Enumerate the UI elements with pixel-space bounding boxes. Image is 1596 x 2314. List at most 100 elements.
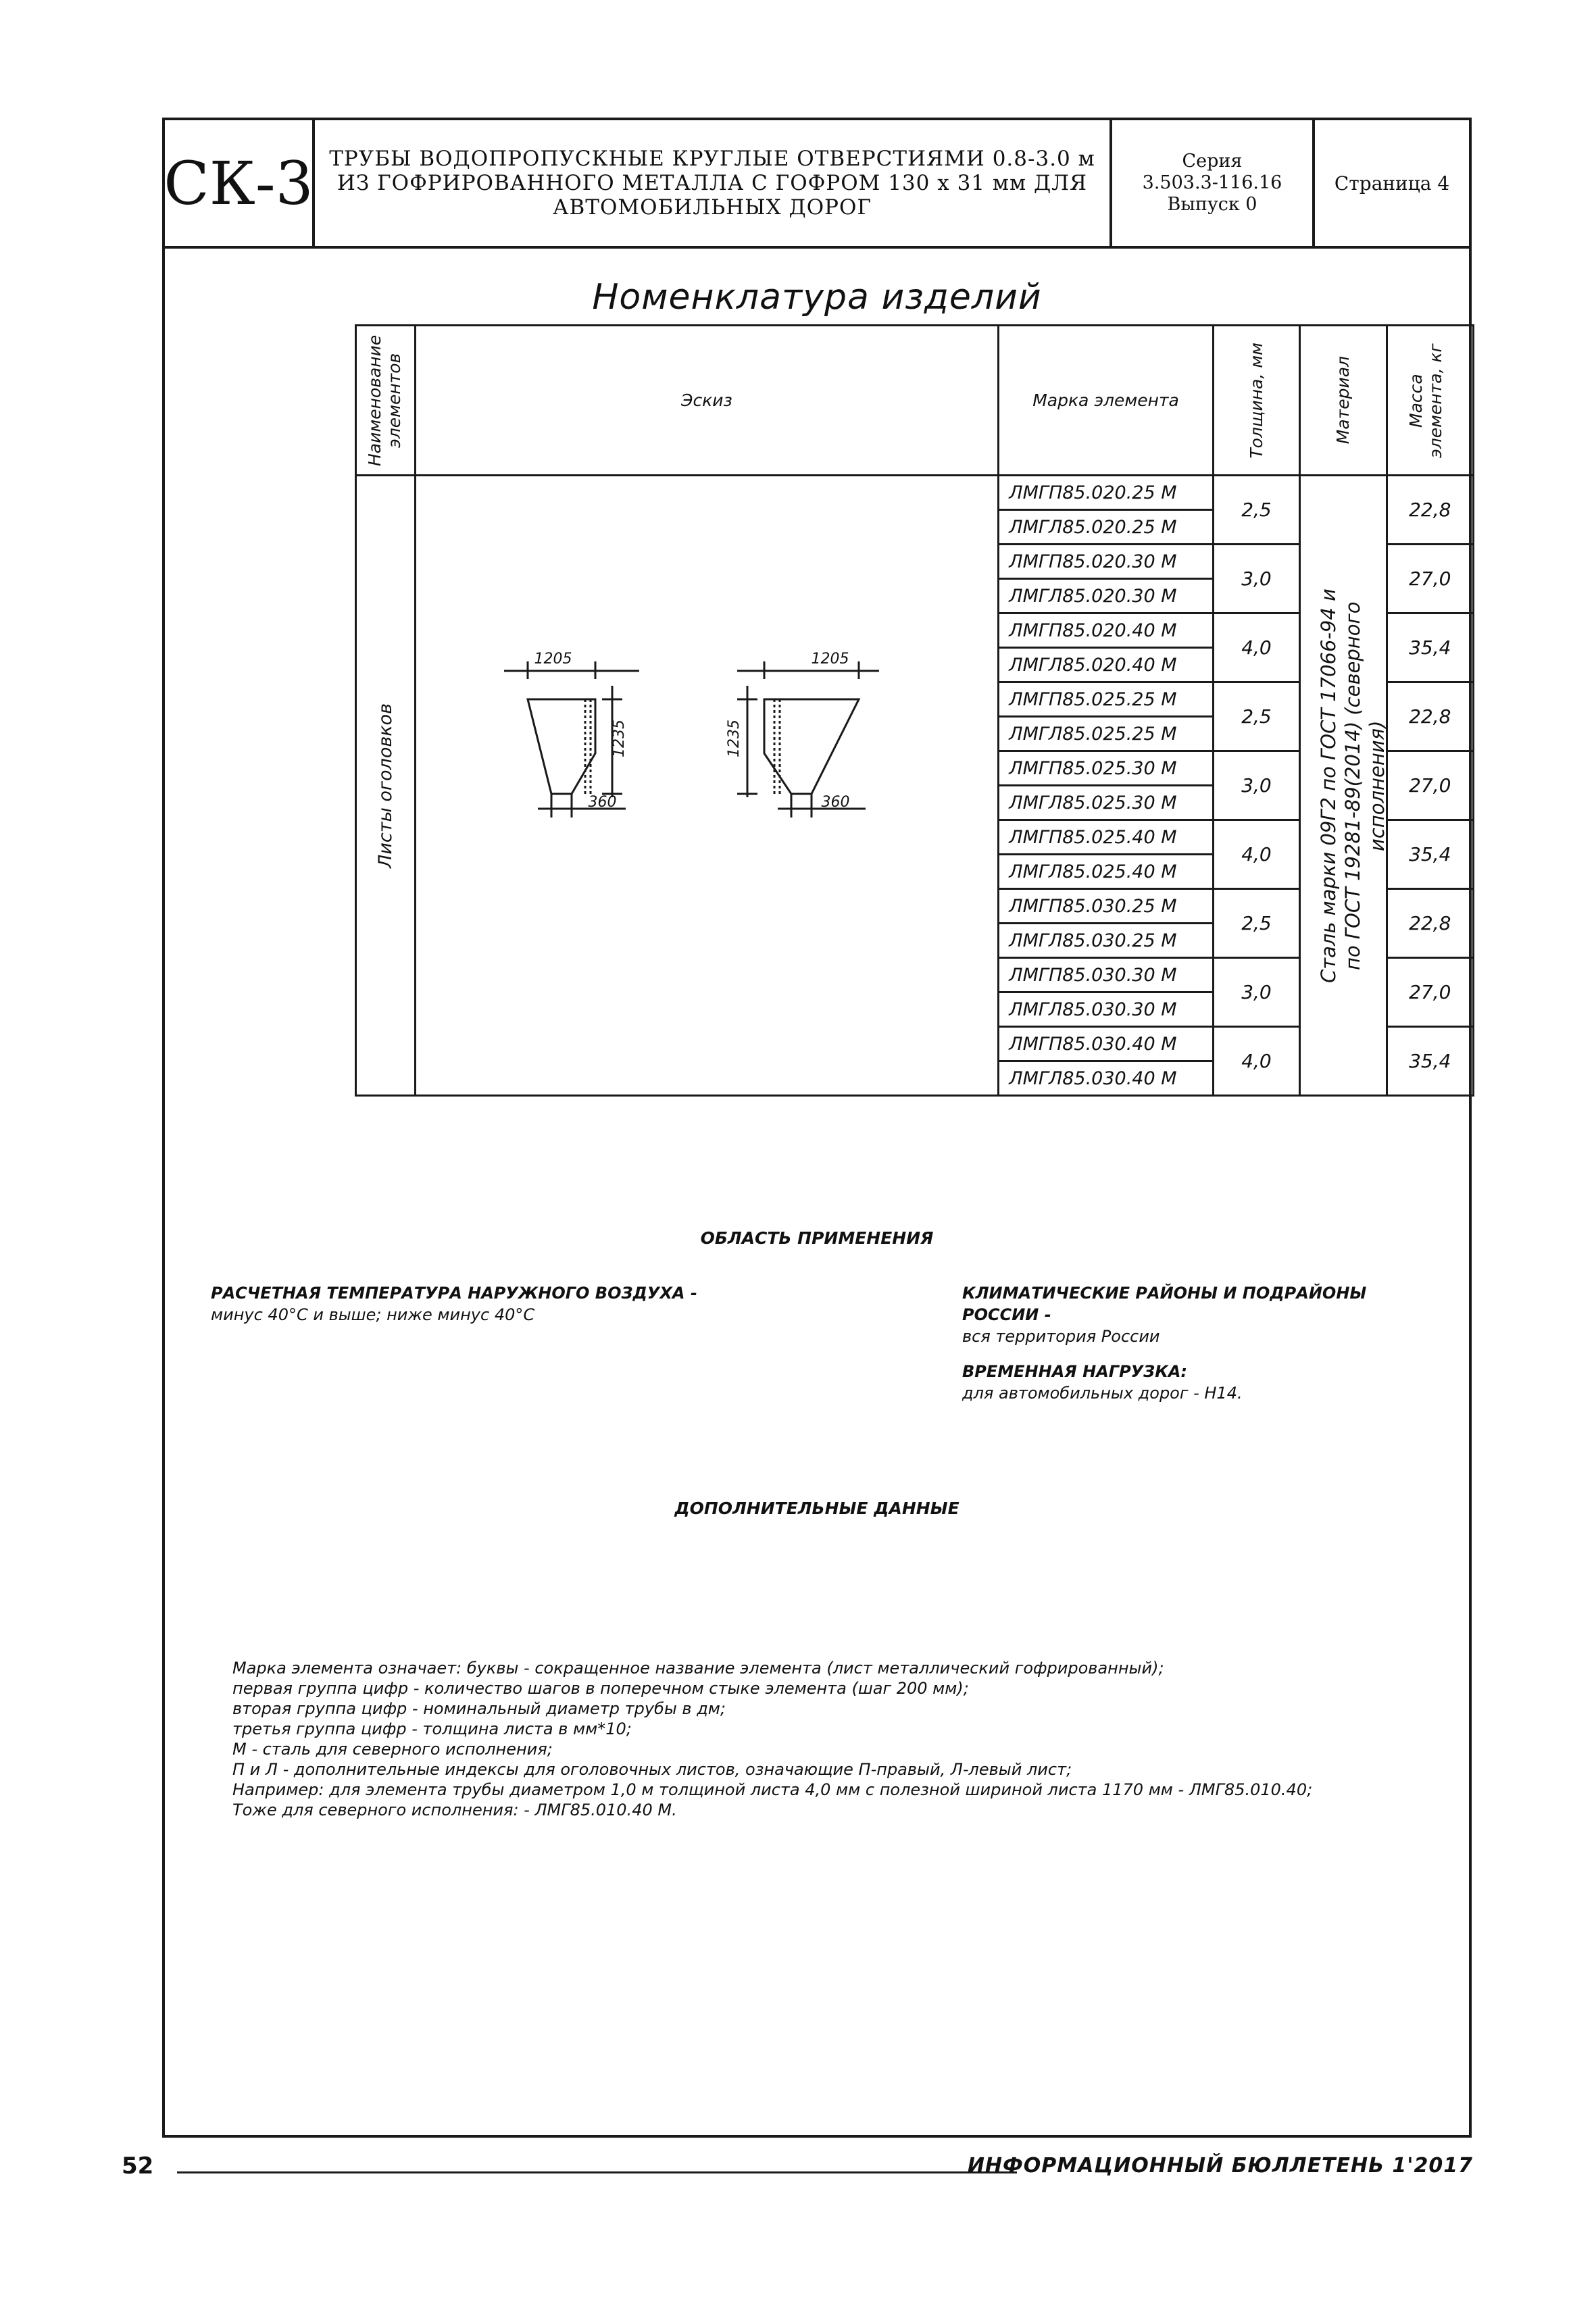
thickness-value: 2,5 — [1212, 474, 1301, 545]
drawing-frame: СК-3 ТРУБЫ ВОДОПРОПУСКНЫЕ КРУГЛЫЕ ОТВЕРС… — [162, 118, 1475, 2138]
material-text: Сталь марки 09Г2 по ГОСТ 17066-94 и по Г… — [1316, 588, 1389, 983]
element-mark: ЛМГЛ85.025.25 М — [997, 715, 1214, 752]
thickness-value: 3,0 — [1212, 750, 1301, 821]
load-text: для автомобильных дорог - Н14. — [962, 1384, 1243, 1403]
note-line: Марка элемента означает: буквы - сокраще… — [232, 1659, 1164, 1678]
issue-number: Выпуск 0 — [1167, 194, 1257, 215]
dim-width-left: 1205 — [534, 651, 572, 668]
element-mark: ЛМГЛ85.025.30 М — [997, 784, 1214, 821]
header-mass: Масса элемента, кг — [1385, 324, 1475, 476]
thickness-value: 2,5 — [1212, 888, 1301, 959]
climate-heading: КЛИМАТИЧЕСКИЕ РАЙОНЫ И ПОДРАЙОНЫ РОССИИ … — [962, 1284, 1367, 1324]
load-block: ВРЕМЕННАЯ НАГРУЗКА: для автомобильных до… — [962, 1361, 1449, 1404]
element-mark: ЛМГП85.020.30 М — [997, 543, 1214, 580]
series-block: Серия 3.503.3-116.16 Выпуск 0 — [1112, 120, 1315, 246]
thickness-value: 4,0 — [1212, 612, 1301, 683]
load-heading: ВРЕМЕННАЯ НАГРУЗКА: — [962, 1362, 1188, 1381]
additional-title: ДОПОЛНИТЕЛЬНЫЕ ДАННЫЕ — [674, 1499, 959, 1518]
table-row: ЛМГЛ85.020.30 М — [356, 578, 1474, 614]
page-label: Страница 4 — [1334, 172, 1450, 195]
page-number: 52 — [122, 2153, 154, 2180]
bulletin-name: ИНФОРМАЦИОННЫЙ БЮЛЛЕТЕНЬ 1'2017 — [967, 2154, 1473, 2178]
note-line: первая группа цифр - количество шагов в … — [232, 1679, 969, 1698]
note-line: Например: для элемента трубы диаметром 1… — [232, 1780, 1313, 1799]
footer-rule — [177, 2171, 1017, 2173]
header-mark: Марка элемента — [997, 324, 1214, 476]
mass-value: 22,8 — [1385, 888, 1475, 959]
application-title: ОБЛАСТЬ ПРИМЕНЕНИЯ — [700, 1228, 934, 1248]
dim-bottom-right: 360 — [821, 794, 850, 811]
dim-bottom-left: 360 — [588, 794, 617, 811]
header-thickness: Толщина, мм — [1212, 324, 1301, 476]
temperature-block: РАСЧЕТНАЯ ТЕМПЕРАТУРА НАРУЖНОГО ВОЗДУХА … — [211, 1282, 724, 1326]
header-name: Наименование элементов — [355, 324, 416, 476]
element-mark: ЛМГП85.020.25 М — [997, 474, 1214, 511]
sheet-sketch-left — [503, 661, 639, 818]
element-mark: ЛМГП85.025.30 М — [997, 750, 1214, 786]
material-cell: Сталь марки 09Г2 по ГОСТ 17066-94 и по Г… — [1299, 474, 1389, 1097]
element-mark: ЛМГП85.030.25 М — [997, 888, 1214, 924]
mass-value: 22,8 — [1385, 474, 1475, 545]
climate-text: вся территория России — [962, 1327, 1160, 1346]
header-sketch: Эскиз — [414, 324, 1000, 476]
nomenclature-table: Наименование элементов Эскиз Марка элеме… — [355, 324, 1475, 1097]
sheet-sketch-right — [737, 661, 879, 818]
row-name: Листы оголовков — [374, 703, 396, 868]
thickness-value: 4,0 — [1212, 819, 1301, 890]
note-line: П и Л - дополнительные индексы для оголо… — [232, 1760, 1072, 1779]
thickness-value: 2,5 — [1212, 681, 1301, 752]
table-row: ЛМГЛ85.030.30 М — [356, 991, 1474, 1028]
dim-width-right: 1205 — [811, 651, 849, 668]
climate-block: КЛИМАТИЧЕСКИЕ РАЙОНЫ И ПОДРАЙОНЫ РОССИИ … — [962, 1282, 1449, 1347]
mass-value: 35,4 — [1385, 612, 1475, 683]
title-block: СК-3 ТРУБЫ ВОДОПРОПУСКНЫЕ КРУГЛЫЕ ОТВЕРС… — [164, 120, 1469, 249]
element-mark: ЛМГП85.020.40 М — [997, 612, 1214, 649]
element-mark: ЛМГЛ85.030.30 М — [997, 991, 1214, 1028]
element-mark: ЛМГП85.025.25 М — [997, 681, 1214, 718]
mass-value: 35,4 — [1385, 819, 1475, 890]
table-row: ЛМГЛ85.025.40 М — [356, 853, 1474, 890]
element-mark: ЛМГП85.030.40 М — [997, 1026, 1214, 1062]
thickness-value: 3,0 — [1212, 543, 1301, 614]
series-number: 3.503.3-116.16 — [1142, 172, 1282, 193]
element-mark: ЛМГЛ85.020.30 М — [997, 578, 1214, 614]
series-label: Серия — [1182, 151, 1243, 172]
thickness-value: 4,0 — [1212, 1026, 1301, 1097]
header-material: Материал — [1299, 324, 1388, 476]
doc-code: СК-3 — [164, 120, 315, 246]
note-line: Тоже для северного исполнения: - ЛМГ85.0… — [232, 1801, 677, 1819]
mass-value: 27,0 — [1385, 957, 1475, 1028]
element-mark: ЛМГЛ85.020.25 М — [997, 509, 1214, 545]
element-mark: ЛМГП85.030.30 М — [997, 957, 1214, 993]
mass-value: 27,0 — [1385, 750, 1475, 821]
table-row: ЛМГЛ85.025.30 М — [356, 784, 1474, 821]
table-row: ЛМГЛ85.020.40 М — [356, 647, 1474, 683]
table-row: ЛМГЛ85.025.25 М — [356, 715, 1474, 752]
row-name-cell: Листы оголовков — [355, 474, 416, 1097]
note-line: третья группа цифр - толщина листа в мм*… — [232, 1719, 632, 1738]
page-footer: 52 ИНФОРМАЦИОННЫЙ БЮЛЛЕТЕНЬ 1'2017 — [122, 2153, 1473, 2186]
element-mark: ЛМГЛ85.030.25 М — [997, 922, 1214, 959]
doc-title: ТРУБЫ ВОДОПРОПУСКНЫЕ КРУГЛЫЕ ОТВЕРСТИЯМИ… — [315, 120, 1112, 246]
dim-height-left: 1235 — [610, 720, 628, 757]
thickness-value: 3,0 — [1212, 957, 1301, 1028]
temperature-heading: РАСЧЕТНАЯ ТЕМПЕРАТУРА НАРУЖНОГО ВОЗДУХА … — [211, 1284, 697, 1303]
mass-value: 27,0 — [1385, 543, 1475, 614]
element-mark: ЛМГП85.025.40 М — [997, 819, 1214, 855]
temperature-text: минус 40°С и выше; ниже минус 40°С — [211, 1305, 535, 1324]
table-row: ЛМГЛ85.030.40 М — [356, 1060, 1474, 1097]
table-title: Номенклатура изделий — [592, 277, 1042, 318]
table-row: ЛМГЛ85.020.25 М — [356, 509, 1474, 545]
additional-notes: Марка элемента означает: буквы - сокраще… — [232, 1658, 1462, 1820]
element-mark: ЛМГЛ85.025.40 М — [997, 853, 1214, 890]
element-mark: ЛМГЛ85.030.40 М — [997, 1060, 1214, 1097]
